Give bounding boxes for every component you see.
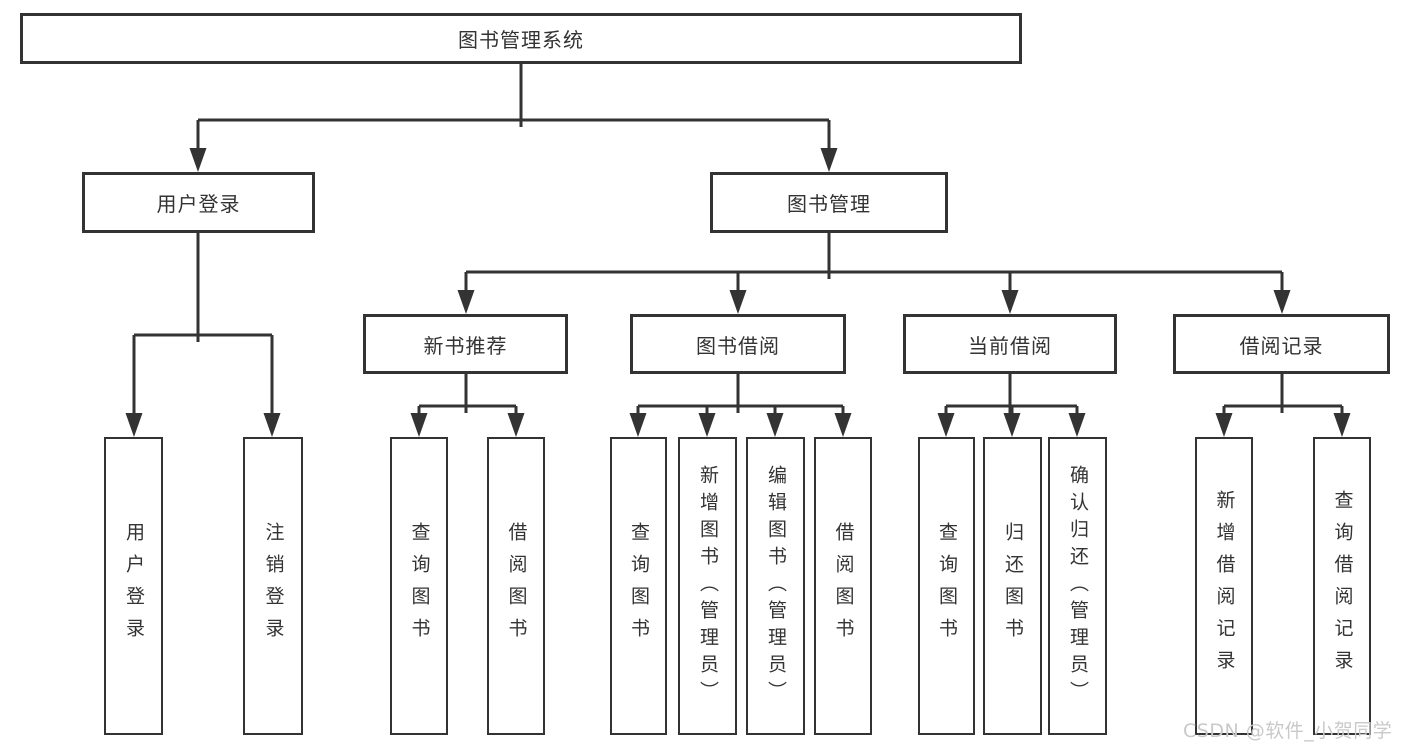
leaf-query-borrow-record: 查询借阅记录	[1313, 437, 1371, 735]
connector-book-management-sections	[457, 233, 1291, 314]
leaf-label: 用户登录	[122, 522, 145, 650]
connector-book-borrow-children	[629, 373, 852, 437]
connector-root-to-level2	[189, 64, 838, 172]
connector-borrow-record-children	[1215, 373, 1351, 437]
leaf-user-login: 用户登录	[104, 437, 163, 735]
leaf-label: 借阅图书	[505, 522, 528, 650]
leaf-label: 查询图书	[935, 522, 958, 650]
connector-current-borrow-children	[937, 373, 1086, 437]
connector-user-login-children	[125, 233, 281, 437]
connector-new-book-children	[410, 373, 525, 437]
leaf-label: 编辑图书（管理员）	[764, 464, 787, 708]
leaf-borrow-book-2: 借阅图书	[814, 437, 872, 735]
leaf-confirm-return-admin: 确认归还（管理员）	[1048, 437, 1107, 735]
leaf-label: 新增图书（管理员）	[696, 464, 719, 708]
leaf-label: 注销登录	[262, 522, 285, 650]
leaf-add-borrow-record: 新增借阅记录	[1195, 437, 1253, 735]
node-new-book-recommend: 新书推荐	[363, 314, 568, 374]
leaf-label: 查询图书	[627, 522, 650, 650]
leaf-query-book-2: 查询图书	[610, 437, 667, 735]
node-borrow-record: 借阅记录	[1173, 314, 1390, 374]
leaf-label: 确认归还（管理员）	[1066, 464, 1089, 708]
leaf-query-book-3: 查询图书	[918, 437, 975, 735]
node-current-borrow: 当前借阅	[903, 314, 1117, 374]
leaf-edit-book-admin: 编辑图书（管理员）	[746, 437, 805, 735]
node-book-borrow: 图书借阅	[630, 314, 846, 374]
watermark: CSDN @软件_小贺同学	[1183, 720, 1393, 742]
leaf-query-book-1: 查询图书	[390, 437, 448, 735]
node-user-login: 用户登录	[82, 172, 315, 233]
node-book-management: 图书管理	[710, 172, 948, 233]
leaf-label: 借阅图书	[832, 522, 855, 650]
leaf-borrow-book-1: 借阅图书	[487, 437, 545, 735]
leaf-label: 查询图书	[408, 522, 431, 650]
leaf-label: 新增借阅记录	[1213, 490, 1236, 682]
leaf-logout: 注销登录	[243, 437, 303, 735]
root-node: 图书管理系统	[20, 13, 1022, 64]
leaf-label: 归还图书	[1001, 522, 1024, 650]
leaf-label: 查询借阅记录	[1331, 490, 1354, 682]
leaf-return-book: 归还图书	[983, 437, 1042, 735]
leaf-add-book-admin: 新增图书（管理员）	[678, 437, 737, 735]
